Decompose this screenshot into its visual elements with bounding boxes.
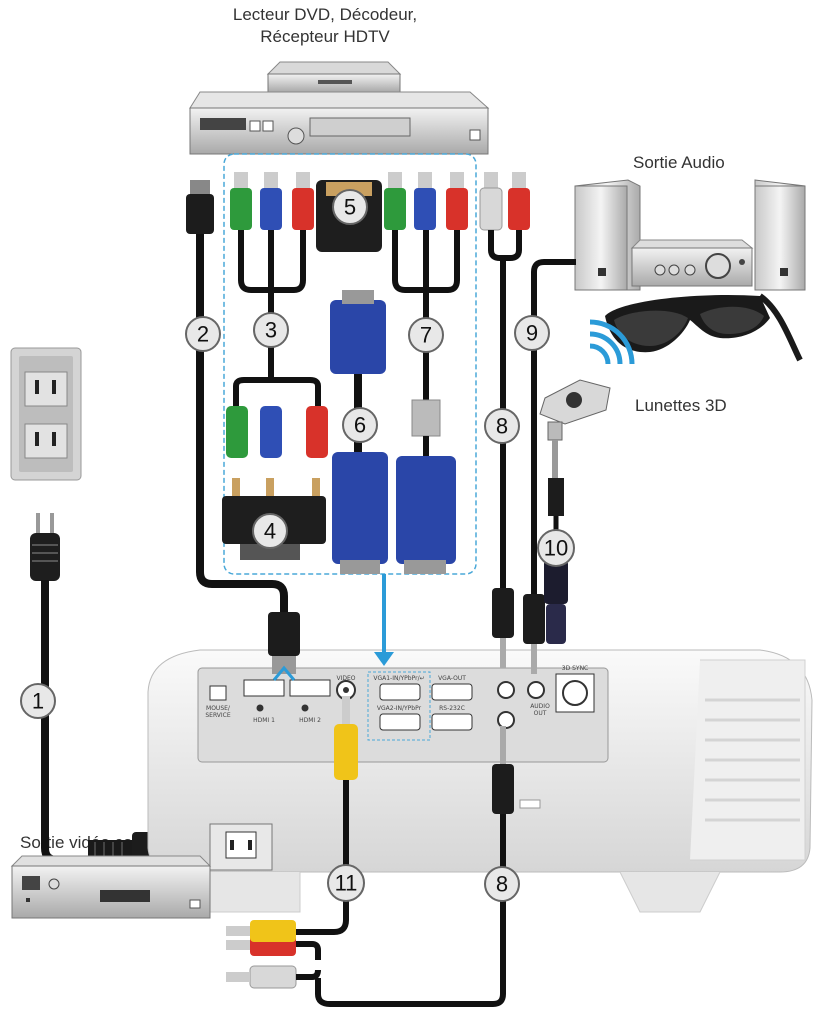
port-label-rs232: RS-232C: [439, 705, 465, 712]
audio-cable-rca-to-jack: [479, 172, 530, 668]
callout-11: 11: [327, 864, 365, 902]
svg-text:2: 2: [197, 322, 209, 347]
svg-text:11: 11: [335, 871, 358, 896]
audio-cable-jack-to-rca: [226, 726, 514, 1007]
projector-port-panel: MOUSE/ SERVICE HDMI 1 HDMI 2 VIDEO VGA1-…: [205, 665, 595, 741]
port-label-3d-sync: 3D SYNC: [562, 665, 589, 672]
svg-text:9: 9: [526, 321, 538, 346]
3d-sync-cable: [544, 560, 568, 644]
rca-plug-blue: [260, 172, 282, 230]
audio-out-cable: [523, 259, 576, 674]
port-label-vga-out: VGA-OUT: [438, 675, 466, 682]
3d-glasses-label: Lunettes 3D: [635, 396, 727, 415]
3d-emitter-icon: [539, 319, 635, 560]
dvd-player-label: Lecteur DVD, Décodeur, Récepteur HDTV: [232, 5, 418, 46]
svg-text:SERVICE: SERVICE: [205, 712, 231, 719]
callout-8-top: 8: [484, 408, 520, 444]
svg-text:OUT: OUT: [534, 710, 547, 717]
rca-plug-red-2: [446, 172, 468, 230]
rca-plug-red: [292, 172, 314, 230]
port-label-vga1: VGA1-IN/YPbPr/↵: [373, 675, 424, 682]
callout-8-bottom: 8: [484, 866, 520, 902]
rca-plug-green-2: [384, 172, 406, 230]
audio-output-label: Sortie Audio: [633, 153, 725, 172]
callout-2: 2: [185, 316, 221, 352]
svg-text:4: 4: [264, 519, 276, 544]
dvd-player-icon: [189, 61, 490, 155]
hdmi-cable: [186, 180, 300, 674]
callout-3: 3: [253, 312, 289, 348]
port-label-mouse: MOUSE/: [206, 705, 231, 712]
svg-text:8: 8: [496, 872, 508, 897]
svg-text:5: 5: [344, 195, 356, 220]
svg-text:3: 3: [265, 318, 277, 343]
callout-1: 1: [20, 683, 56, 719]
port-label-hdmi1: HDMI 1: [253, 717, 275, 724]
callout-6: 6: [342, 407, 378, 443]
composite-video-device-icon: [10, 855, 212, 919]
wall-outlet-icon: [10, 347, 82, 481]
port-label-vga2: VGA2-IN/YPbPr: [377, 705, 422, 712]
svg-text:1: 1: [32, 689, 44, 714]
callout-9: 9: [514, 315, 550, 351]
svg-text:7: 7: [420, 323, 432, 348]
callout-5: 5: [332, 189, 368, 225]
callout-7: 7: [408, 317, 444, 353]
port-label-hdmi2: HDMI 2: [299, 717, 321, 724]
svg-text:10: 10: [544, 536, 568, 561]
port-label-video: VIDEO: [336, 675, 355, 682]
composite-video-cable: [226, 696, 358, 942]
port-label-audio-out: AUDIO: [530, 703, 550, 710]
callout-4: 4: [252, 513, 288, 549]
speaker-system-icon: [574, 179, 806, 291]
component-cables: [222, 172, 468, 574]
3d-glasses-icon: [605, 293, 803, 362]
svg-text:8: 8: [496, 414, 508, 439]
svg-text:6: 6: [354, 413, 366, 438]
rca-plug-green: [230, 172, 252, 230]
callout-10: 10: [537, 529, 575, 567]
rca-plug-blue-2: [414, 172, 436, 230]
